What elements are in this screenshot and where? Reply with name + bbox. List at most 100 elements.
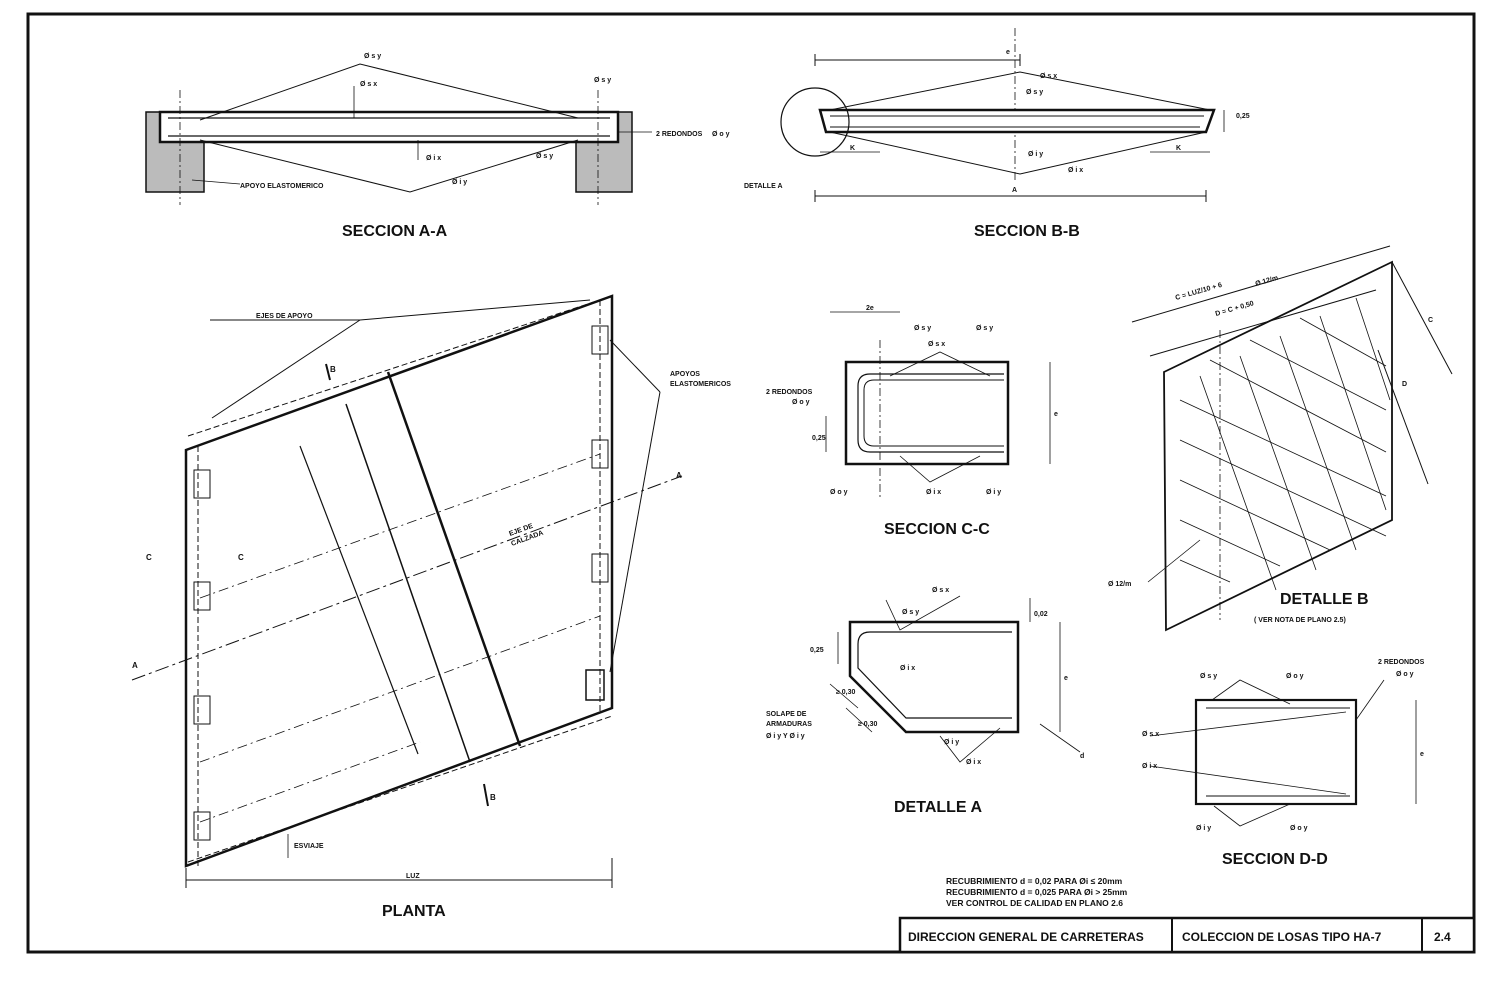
cc-dos-redondos-2: Ø o y bbox=[792, 399, 810, 406]
da-dim-d: d bbox=[1080, 753, 1084, 760]
plan-luz: LUZ bbox=[406, 873, 420, 880]
bb-phi-iy: Ø i y bbox=[1028, 151, 1043, 158]
title-detalle-a: DETALLE A bbox=[894, 799, 982, 816]
da-phi-iy: Ø i y bbox=[944, 739, 959, 746]
section-aa: Ø s y Ø s x Ø s y Ø i x Ø i y Ø s y 2 RE… bbox=[145, 53, 730, 240]
dd-dos-redondos-1: 2 REDONDOS bbox=[1378, 659, 1425, 666]
title-seccion-cc: SECCION C-C bbox=[884, 521, 990, 538]
bb-phi-sx: Ø s x bbox=[1040, 73, 1057, 80]
detalle-a-circle bbox=[780, 87, 850, 157]
title-seccion-dd: SECCION D-D bbox=[1222, 851, 1328, 868]
title-block-org: DIRECCION GENERAL DE CARRETERAS bbox=[908, 930, 1144, 944]
da-phi-sx: Ø s x bbox=[932, 587, 949, 594]
dd-dim-e: e bbox=[1420, 751, 1424, 758]
da-phi-sy: Ø s y bbox=[902, 609, 919, 616]
da-solape-3: Ø i y Y Ø i y bbox=[766, 733, 805, 740]
bb-dim-k-right: K bbox=[1176, 145, 1181, 152]
detail-a: Ø s x Ø s y Ø i x 0,25 ≥ 0,30 ≥ 0,30 SOL… bbox=[766, 587, 1084, 816]
slab-aa bbox=[158, 110, 620, 144]
cc-phi-sy-right: Ø s y bbox=[976, 325, 993, 332]
cc-dim-2e: 2e bbox=[866, 305, 874, 312]
bb-detalle-a-callout: DETALLE A bbox=[744, 183, 783, 190]
bb-dim-025: 0,25 bbox=[1236, 113, 1250, 120]
bb-phi-ix: Ø i x bbox=[1068, 167, 1083, 174]
dd-phi-sx: Ø s x bbox=[1142, 731, 1159, 738]
aa-phi-sy-low: Ø s y bbox=[536, 153, 553, 160]
db-dim-c-right: C bbox=[1428, 317, 1433, 324]
section-dd: Ø s y Ø o y 2 REDONDOS Ø o y Ø s x Ø i x… bbox=[1142, 659, 1425, 868]
aa-phi-ix: Ø i x bbox=[426, 155, 441, 162]
note-line-3: VER CONTROL DE CALIDAD EN PLANO 2.6 bbox=[946, 898, 1123, 908]
db-phi12-left: Ø 12/m bbox=[1108, 581, 1131, 588]
da-solape-2: ARMADURAS bbox=[766, 721, 812, 728]
aa-phi-sx: Ø s x bbox=[360, 81, 377, 88]
detail-b-outline bbox=[1163, 260, 1393, 632]
aa-phi-sy-top: Ø s y bbox=[364, 53, 381, 60]
da-phi-ix-low: Ø i x bbox=[966, 759, 981, 766]
notes: RECUBRIMIENTO d = 0,02 PARA Øi ≤ 20mm RE… bbox=[946, 876, 1128, 908]
plan-cut-b-bottom: B bbox=[490, 793, 496, 802]
dd-phi-iy: Ø i y bbox=[1196, 825, 1211, 832]
title-planta: PLANTA bbox=[382, 903, 446, 920]
slab-outline-plan bbox=[184, 294, 614, 868]
detail-b-grid: C = LUZ/10 + 6 Ø 12/m D = C + 0,50 C D Ø… bbox=[1108, 245, 1453, 632]
da-dim-030-b: ≥ 0,30 bbox=[858, 721, 878, 728]
db-dim-d-right: D bbox=[1402, 381, 1407, 388]
plan-cut-a-left: A bbox=[132, 661, 138, 670]
bb-dim-e-top: e bbox=[1006, 49, 1010, 56]
title-block-collection: COLECCION DE LOSAS TIPO HA-7 bbox=[1182, 930, 1382, 944]
db-dim-phi12: Ø 12/m bbox=[1255, 275, 1279, 288]
da-phi-ix: Ø i x bbox=[900, 665, 915, 672]
da-dim-e: e bbox=[1064, 675, 1068, 682]
bb-phi-sy: Ø s y bbox=[1026, 89, 1043, 96]
plan-cut-b-top: B bbox=[330, 365, 336, 374]
db-dim-d-c: D = C + 0,50 bbox=[1215, 300, 1255, 318]
title-block-sheet: 2.4 bbox=[1434, 930, 1451, 944]
da-dim-030-a: ≥ 0,30 bbox=[836, 689, 856, 696]
cc-phi-oy: Ø o y bbox=[830, 489, 848, 496]
plan-ejes-de-apoyo: EJES DE APOYO bbox=[256, 313, 313, 320]
cc-dos-redondos-1: 2 REDONDOS bbox=[766, 389, 813, 396]
aa-apoyo-elastomerico: APOYO ELASTOMERICO bbox=[240, 183, 324, 190]
dd-phi-sy-left: Ø s y bbox=[1200, 673, 1217, 680]
cc-phi-sx: Ø s x bbox=[928, 341, 945, 348]
note-line-2: RECUBRIMIENTO d = 0,025 PARA Øi > 25mm bbox=[946, 887, 1128, 897]
section-bb: e Ø s x Ø s y Ø i y Ø i x 0,25 K K A DET… bbox=[744, 28, 1250, 240]
bb-dim-k-left: K bbox=[850, 145, 855, 152]
slab-bb bbox=[818, 108, 1216, 134]
plan-view: EJES DE APOYO APOYOS ELASTOMERICOS EJE D… bbox=[131, 294, 731, 920]
cc-phi-sy: Ø s y bbox=[914, 325, 931, 332]
db-dim-c: C = LUZ/10 + 6 bbox=[1175, 282, 1223, 302]
plan-cut-a-right: A bbox=[676, 471, 682, 480]
aa-phi-oy: Ø o y bbox=[712, 131, 730, 138]
cc-dim-e: e bbox=[1054, 411, 1058, 418]
plan-apoyos-1: APOYOS bbox=[670, 371, 700, 378]
aa-phi-iy: Ø i y bbox=[452, 179, 467, 186]
title-block: DIRECCION GENERAL DE CARRETERAS COLECCIO… bbox=[898, 916, 1476, 954]
cc-dim-025: 0,25 bbox=[812, 435, 826, 442]
bb-dim-a: A bbox=[1012, 187, 1017, 194]
detalle-b-note: ( VER NOTA DE PLANO 2.5) bbox=[1254, 617, 1346, 624]
dd-phi-oy-top: Ø o y bbox=[1286, 673, 1304, 680]
plan-cut-c-left: C bbox=[146, 553, 152, 562]
plan-cut-c-right: C bbox=[238, 553, 244, 562]
section-cc: 2e Ø s y Ø s x Ø s y 2 REDONDOS Ø o y 0,… bbox=[766, 305, 1058, 538]
aa-phi-sy-right: Ø s y bbox=[594, 77, 611, 84]
note-line-1: RECUBRIMIENTO d = 0,02 PARA Øi ≤ 20mm bbox=[946, 876, 1123, 886]
dd-phi-oy-low: Ø o y bbox=[1290, 825, 1308, 832]
cc-phi-ix: Ø i x bbox=[926, 489, 941, 496]
cc-phi-iy: Ø i y bbox=[986, 489, 1001, 496]
title-seccion-aa: SECCION A-A bbox=[342, 223, 448, 240]
title-seccion-bb: SECCION B-B bbox=[974, 223, 1080, 240]
title-detalle-b: DETALLE B bbox=[1280, 591, 1369, 608]
sheet-frame bbox=[26, 12, 1476, 954]
da-solape-1: SOLAPE DE bbox=[766, 711, 807, 718]
plan-esviaje: ESVIAJE bbox=[294, 843, 324, 850]
dd-dos-redondos-2: Ø o y bbox=[1396, 671, 1414, 678]
da-dim-002: 0,02 bbox=[1034, 611, 1048, 618]
dd-phi-ix: Ø i x bbox=[1142, 763, 1157, 770]
da-dim-025: 0,25 bbox=[810, 647, 824, 654]
aa-dos-redondos: 2 REDONDOS bbox=[656, 131, 703, 138]
plan-apoyos-2: ELASTOMERICOS bbox=[670, 381, 731, 388]
